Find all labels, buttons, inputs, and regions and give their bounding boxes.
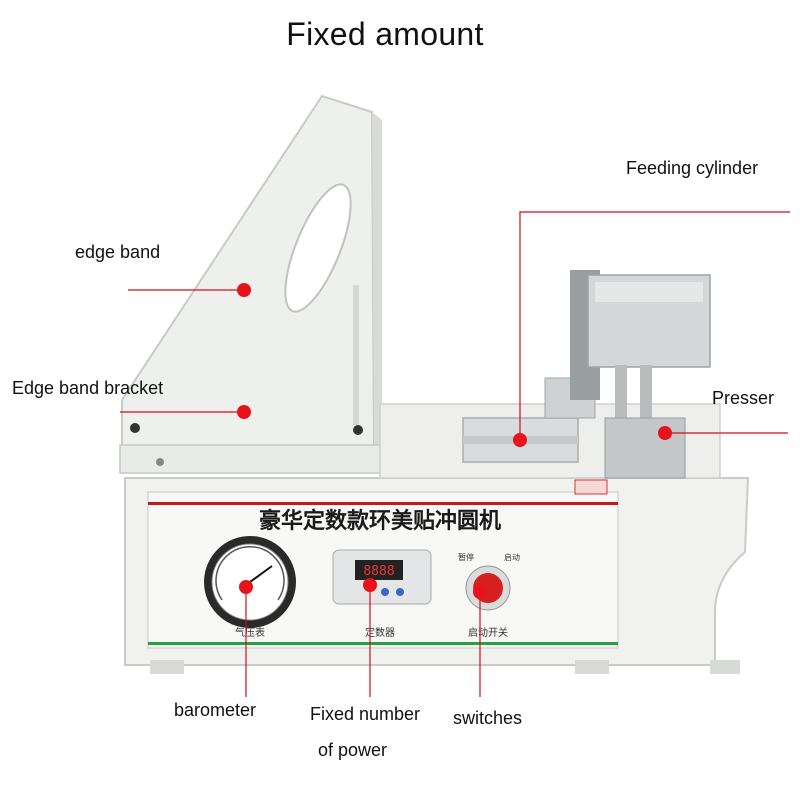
label-edge-band-bracket: Edge band bracket xyxy=(12,378,164,398)
counter-display: 8888 xyxy=(363,564,394,579)
label-presser: Presser xyxy=(712,388,775,408)
label-feeding-cylinder: Feeding cylinder xyxy=(626,158,759,178)
switch-caption: 启动开关 xyxy=(468,626,508,639)
counter-caption: 定数器 xyxy=(365,626,395,639)
presser-assembly xyxy=(574,274,711,495)
barometer-dot xyxy=(239,580,253,594)
presser-dot xyxy=(658,426,672,440)
label-fixed-number-line2: of power xyxy=(318,740,388,760)
feeding-cylinder-dot xyxy=(513,433,527,447)
edge-band-dot xyxy=(237,283,251,297)
edge-band-bracket-dot xyxy=(237,405,251,419)
label-fixed-number-line1: Fixed number xyxy=(310,704,421,724)
switch-left-caption: 暂停 xyxy=(458,552,474,562)
edge-band-bracket-plate xyxy=(119,94,383,474)
switch-right-caption: 启动 xyxy=(504,552,520,562)
switch-knob xyxy=(465,565,511,611)
counter-unit xyxy=(332,549,432,605)
label-barometer: barometer xyxy=(174,700,257,720)
label-edge-band: edge band xyxy=(75,242,161,262)
barometer-caption: 气压表 xyxy=(235,626,265,639)
callout-dots xyxy=(237,283,672,599)
fixed-number-dot xyxy=(363,578,377,592)
label-switches: switches xyxy=(453,708,523,728)
callout-lines xyxy=(120,211,790,697)
page-title: Fixed amount xyxy=(286,16,484,52)
switches-dot xyxy=(473,585,487,599)
panel-title: 豪华定数款环美贴冲圆机 xyxy=(259,508,501,534)
